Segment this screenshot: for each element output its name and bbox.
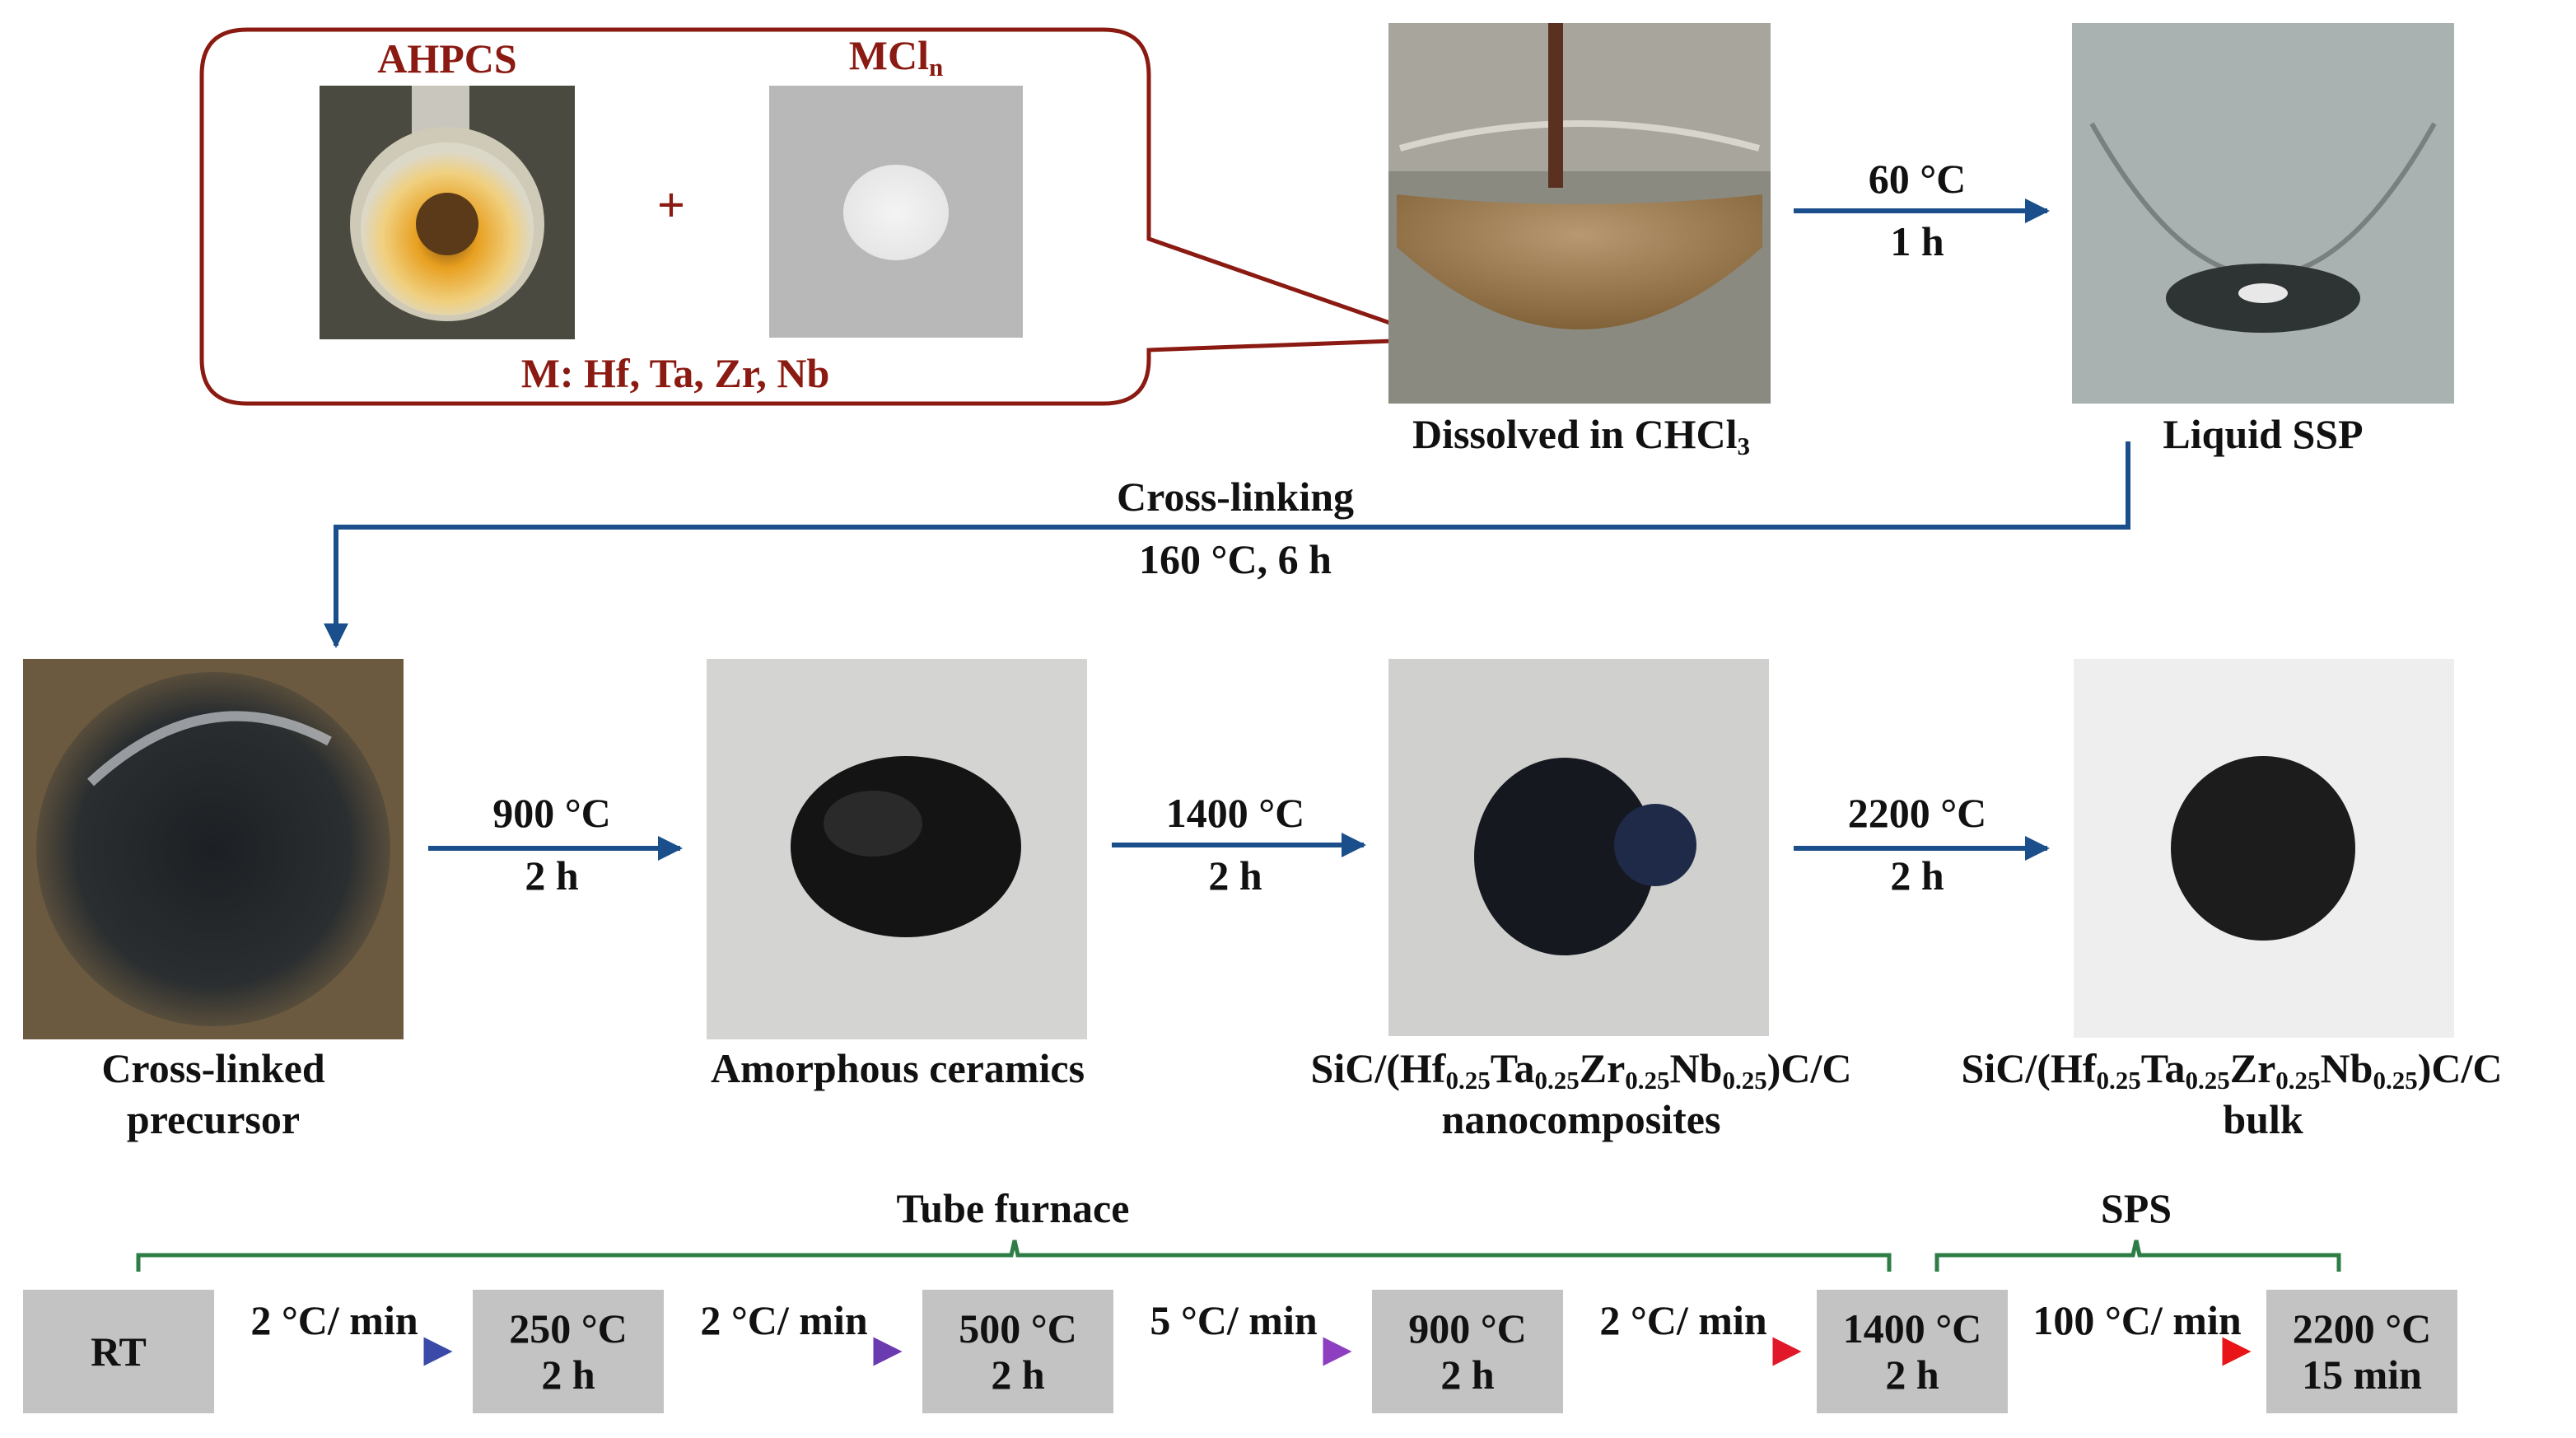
bulk-formula-part: )C/C [2417, 1045, 2503, 1091]
crosslinked-label-line2: precursor [126, 1096, 301, 1142]
step-rt: RT [23, 1290, 214, 1413]
step-line1: 500 °C [959, 1305, 1077, 1352]
plus-sign: + [656, 178, 686, 232]
bulk-formula-sub: 0.25 [2275, 1065, 2321, 1095]
step-line1: 900 °C [1408, 1305, 1527, 1352]
liquid-ssp-label: Liquid SSP [2163, 411, 2364, 457]
bulk-photo [2074, 659, 2454, 1038]
nano-formula-sub: 0.25 [1722, 1065, 1767, 1095]
step-line1: 250 °C [509, 1305, 628, 1352]
amorphous-ceramics-photo [707, 659, 1087, 1039]
nano-formula-sub: 0.25 [1445, 1065, 1491, 1095]
arrow-1400c-time: 2 h [1208, 852, 1262, 899]
rate-label-1: 2 °C/ min [250, 1297, 418, 1343]
step-2200c: 2200 °C 15 min [2266, 1290, 2457, 1413]
bulk-formula-sub: 0.25 [2096, 1065, 2141, 1095]
step-250c: 250 °C 2 h [473, 1290, 664, 1413]
arrow-900c-time: 2 h [525, 852, 579, 899]
rate-label-3: 5 °C/ min [1150, 1297, 1318, 1343]
nano-formula-part: )C/C [1766, 1045, 1852, 1091]
rate-label-2: 2 °C/ min [700, 1297, 868, 1343]
step-line2: 2 h [991, 1352, 1045, 1398]
bulk-label: bulk [2223, 1096, 2303, 1142]
tube-furnace-label: Tube furnace [896, 1185, 1130, 1231]
nano-formula-sub: 0.25 [1625, 1065, 1670, 1095]
mcln-label-main: MCl [848, 32, 929, 78]
arrow-60c-temp: 60 °C [1868, 156, 1967, 202]
ahpcs-label: AHPCS [377, 35, 517, 82]
amorphous-label: Amorphous ceramics [710, 1045, 1085, 1091]
dissolved-label-main: Dissolved in CHCl [1412, 411, 1738, 457]
mcln-powder-photo [769, 86, 1023, 338]
step-500c: 500 °C 2 h [922, 1290, 1113, 1413]
bulk-formula-sub: 0.25 [2185, 1065, 2230, 1095]
bulk-formula: SiC/(Hf0.25Ta0.25Zr0.25Nb0.25)C/C [1894, 1043, 2569, 1094]
step-line1: RT [91, 1328, 147, 1375]
step-900c: 900 °C 2 h [1372, 1290, 1563, 1413]
step-line1: 2200 °C [2292, 1305, 2432, 1352]
step-line2: 2 h [541, 1352, 595, 1398]
step-line2: 15 min [2302, 1352, 2422, 1398]
crosslinking-connector [324, 441, 2130, 648]
nano-formula-sub: 0.25 [1534, 1065, 1580, 1095]
ahpcs-flask-photo [320, 86, 575, 339]
mcln-label: MCln [772, 30, 1020, 81]
metals-label: M: Hf, Ta, Zr, Nb [520, 350, 830, 396]
dissolved-label-sub: 3 [1737, 431, 1751, 460]
tube-furnace-bracket [136, 1240, 1892, 1272]
nano-formula-part: SiC/(Hf [1310, 1045, 1446, 1091]
crosslinking-title: Cross-linking [1116, 474, 1355, 520]
bulk-formula-part: Ta [2140, 1045, 2186, 1091]
mcln-label-sub: n [928, 52, 944, 82]
step-1400c: 1400 °C 2 h [1817, 1290, 2008, 1413]
crosslinked-precursor-photo [23, 659, 404, 1039]
reactants-callout-frame [199, 27, 1438, 406]
arrow-900c-temp: 900 °C [492, 790, 611, 836]
bulk-formula-part: SiC/(Hf [1961, 1045, 2097, 1091]
rate-label-4: 2 °C/ min [1599, 1297, 1767, 1343]
bulk-formula-part: Nb [2320, 1045, 2373, 1091]
arrow-1400c-temp: 1400 °C [1165, 790, 1305, 836]
nanocomposites-formula: SiC/(Hf0.25Ta0.25Zr0.25Nb0.25)C/C [1219, 1043, 1944, 1094]
arrow-2200c-time: 2 h [1890, 852, 1944, 899]
nano-formula-part: Zr [1579, 1045, 1626, 1091]
step-line2: 2 h [1440, 1352, 1495, 1398]
nanocomposites-label: nanocomposites [1441, 1096, 1721, 1142]
nano-formula-part: Nb [1669, 1045, 1723, 1091]
arrow-2200c-temp: 2200 °C [1847, 790, 1987, 836]
rate-label-5: 100 °C/ min [2032, 1297, 2242, 1343]
liquid-ssp-flask-photo [2072, 23, 2454, 404]
dissolved-label: Dissolved in CHCl3 [1334, 409, 1828, 460]
crosslinking-condition: 160 °C, 6 h [1139, 536, 1332, 582]
nano-formula-part: Ta [1490, 1045, 1535, 1091]
bulk-formula-sub: 0.25 [2373, 1065, 2418, 1095]
step-line1: 1400 °C [1842, 1305, 1982, 1352]
bulk-formula-part: Zr [2229, 1045, 2276, 1091]
sps-label: SPS [2100, 1185, 2172, 1231]
step-line2: 2 h [1885, 1352, 1939, 1398]
sps-bracket [1934, 1240, 2341, 1272]
crosslinked-label-line1: Cross-linked [101, 1045, 325, 1091]
dissolved-flask-photo [1388, 23, 1771, 404]
arrow-60c-time: 1 h [1890, 218, 1944, 264]
nanocomposites-photo [1388, 659, 1769, 1036]
